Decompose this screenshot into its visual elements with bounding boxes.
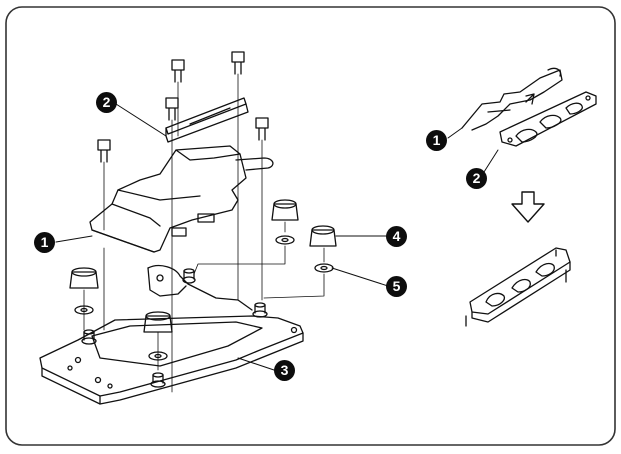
callout-plate-right: 2 <box>466 168 487 189</box>
figure-frame <box>5 6 616 446</box>
callout-plate-left: 2 <box>96 92 117 113</box>
right-parts-drawing <box>461 67 597 327</box>
base-plate-drawing <box>39 264 304 405</box>
callout-cover-left: 1 <box>34 232 55 253</box>
leader-lines-right <box>447 127 499 173</box>
assembly-guides <box>83 73 325 393</box>
cushions-drawing <box>69 199 337 361</box>
cover-drawing <box>89 145 274 253</box>
leader-lines-left <box>55 103 389 371</box>
plate-drawing <box>165 97 249 143</box>
callout-cover-right: 1 <box>426 130 447 151</box>
callout-base-plate: 3 <box>274 360 295 381</box>
callout-cushion: 4 <box>386 226 407 247</box>
screws-drawing <box>97 51 269 163</box>
callout-washer: 5 <box>386 276 407 297</box>
